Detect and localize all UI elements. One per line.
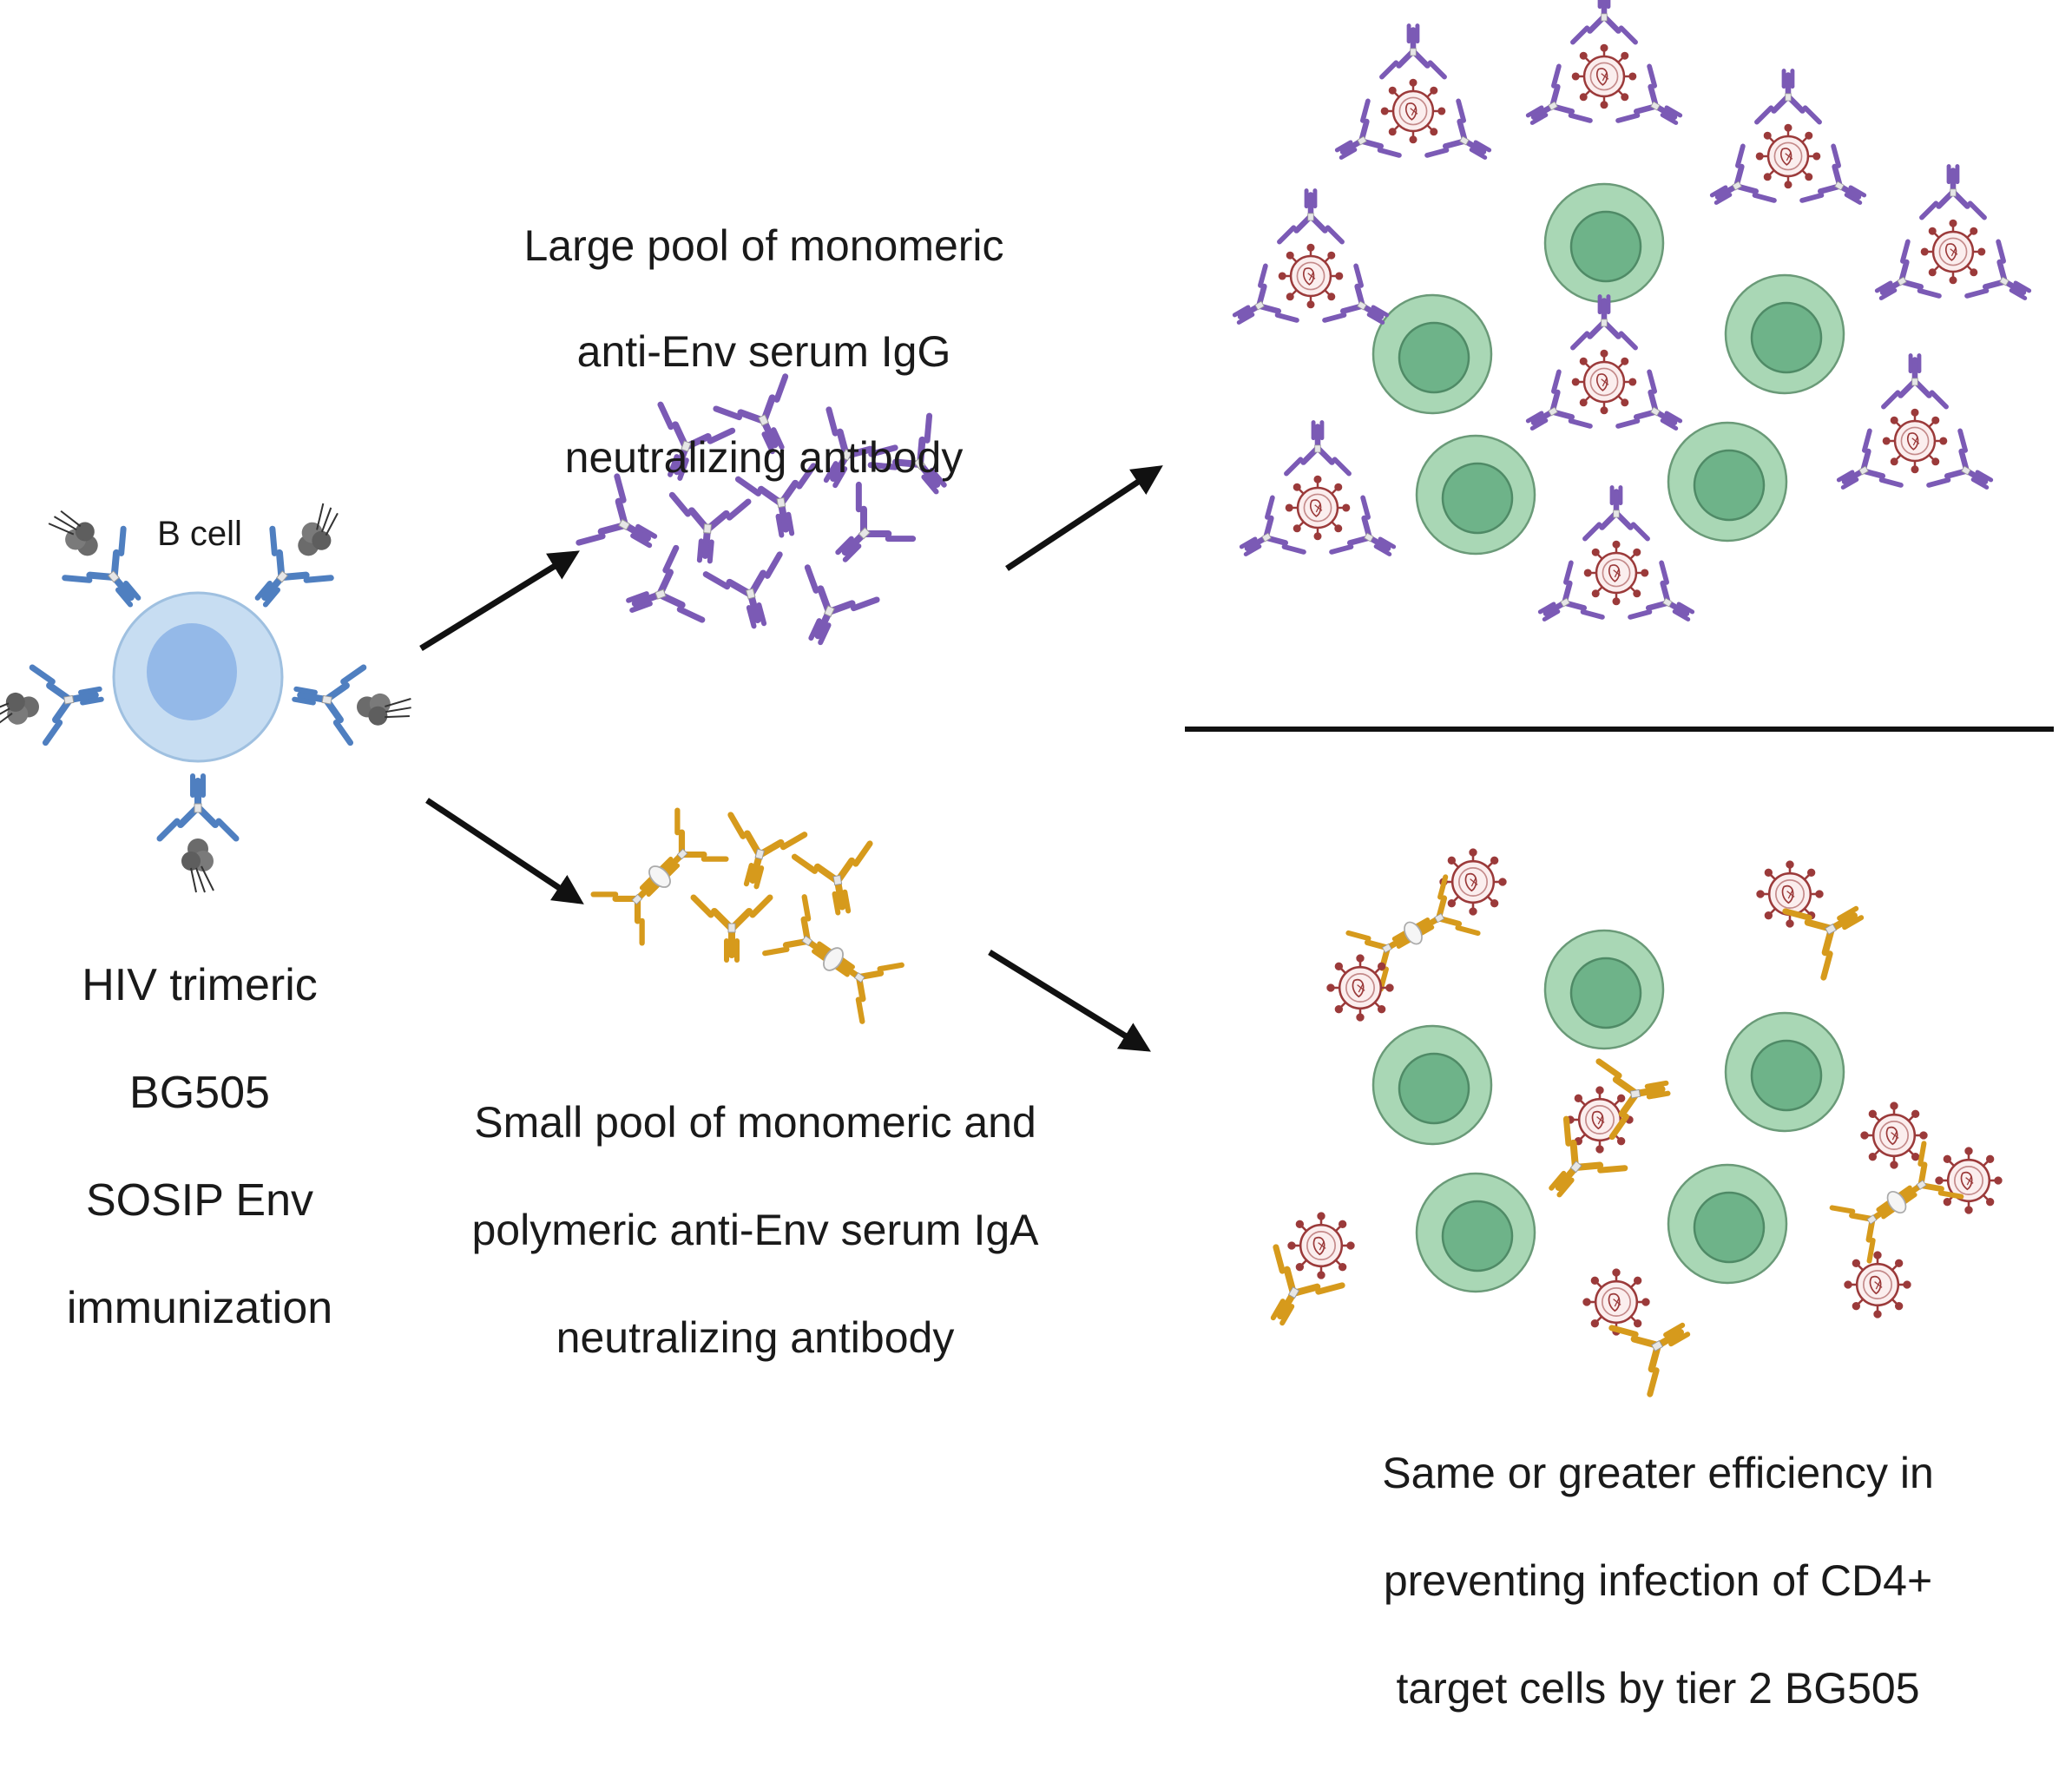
hiv-virion-icon xyxy=(1582,1268,1650,1336)
hiv-virion-icon xyxy=(1844,1251,1911,1319)
hiv-virion-icon xyxy=(1439,848,1507,916)
b-cell-label: B cell xyxy=(157,515,242,553)
hiv-virion-icon xyxy=(1699,71,1878,227)
b-cell-icon xyxy=(0,500,414,893)
diagram-canvas: B cell HIV trimeric BG505 SOSIP Env immu… xyxy=(0,0,2054,1713)
hiv-virion-icon xyxy=(1324,26,1503,181)
hiv-virion-icon xyxy=(1864,167,2043,322)
hiv-virion-icon xyxy=(1515,0,1694,146)
cd4-target-cell-icon xyxy=(1415,1172,1536,1293)
cd4-target-cell-icon xyxy=(1724,273,1845,395)
iga-dimer-icon xyxy=(1832,1143,1962,1260)
hiv-virion-icon xyxy=(1860,1102,1928,1169)
cd4-target-cell-icon xyxy=(1543,182,1665,304)
iga-dimer-icon xyxy=(594,811,727,944)
arrow-to-iga xyxy=(425,798,584,904)
hiv-virion-icon xyxy=(1935,1147,2003,1214)
hiv-virion-icon xyxy=(1287,1212,1355,1279)
arrow-to-igg xyxy=(419,550,580,651)
igg-antibody-icon xyxy=(781,568,877,656)
cd4-target-cell-icon xyxy=(1543,929,1665,1050)
arrow-iga-to-cells xyxy=(988,950,1151,1052)
cd4-target-cell-icon xyxy=(1724,1011,1845,1133)
iga-pool xyxy=(594,811,902,1022)
immunization-label: HIV trimeric BG505 SOSIP Env immunizatio… xyxy=(66,960,333,1333)
hiv-virion-icon xyxy=(1326,954,1394,1022)
hiv-virion-icon xyxy=(1228,423,1408,578)
cd4-target-cell-icon xyxy=(1667,421,1788,543)
hiv-virion-icon xyxy=(1825,356,2005,511)
cd4-target-cell-icon xyxy=(1667,1163,1788,1285)
igg-antibody-icon xyxy=(617,548,702,641)
iga-pool-label: Small pool of monomeric and polymeric an… xyxy=(471,1098,1039,1362)
diagram-artwork xyxy=(0,0,2054,1562)
igg-pool-label: Large pool of monomeric anti-Env serum I… xyxy=(523,221,1004,482)
cd4-target-cell-icon xyxy=(1371,1024,1493,1146)
iga-dimer-icon xyxy=(765,897,901,1021)
hiv-virion-icon xyxy=(1515,297,1694,452)
igg-outcome-panel xyxy=(1221,0,2043,642)
outcome-label: Same or greater efficiency in preventing… xyxy=(1382,1449,1934,1713)
hiv-virion-icon xyxy=(1221,191,1401,346)
iga-outcome-panel xyxy=(1245,848,2003,1395)
hiv-virion-icon xyxy=(1756,860,1824,928)
cd4-target-cell-icon xyxy=(1415,434,1536,556)
iga-antibody-icon xyxy=(694,898,770,960)
igg-antibody-icon xyxy=(706,555,796,635)
iga-antibody-icon xyxy=(714,815,805,895)
cd4-target-cell-icon xyxy=(1371,293,1493,415)
arrow-igg-to-cells xyxy=(1005,465,1163,571)
